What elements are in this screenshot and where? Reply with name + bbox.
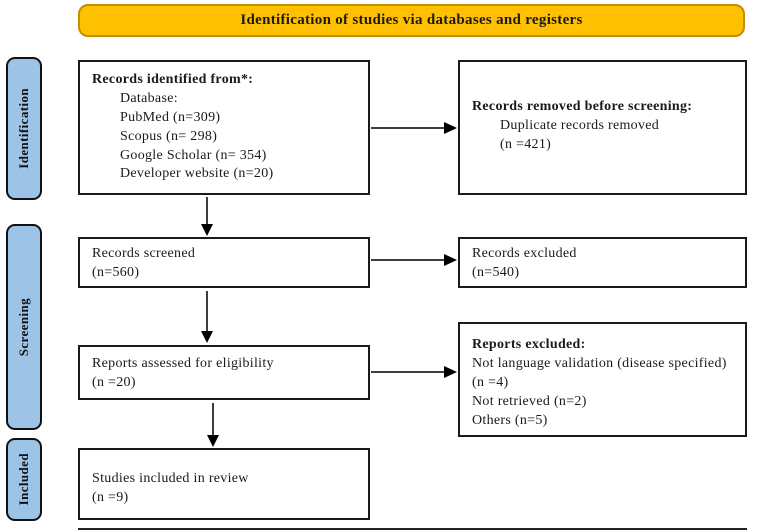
arrow-shaft	[206, 291, 208, 334]
records-screened-line: Records screened	[92, 246, 196, 261]
stage-screening: Screening	[6, 224, 42, 430]
box-records-screened: Records screened (n=560)	[78, 237, 370, 288]
reports-assessed-line: (n =20)	[92, 374, 136, 390]
arrow-head-right-icon	[444, 122, 457, 134]
records-identified-line: PubMed (n=309)	[120, 109, 221, 125]
reports-assessed-line: Reports assessed for eligibility	[92, 356, 274, 371]
box-studies-included: Studies included in review (n =9)	[78, 448, 370, 520]
arrow-shaft	[371, 259, 447, 261]
records-screened-line: (n=560)	[92, 264, 140, 280]
arrow-head-right-icon	[444, 366, 457, 378]
studies-included-line: Studies included in review	[92, 471, 249, 486]
arrow-screened-to-assessed	[201, 291, 213, 343]
stage-included-label: Included	[16, 453, 31, 506]
stage-identification: Identification	[6, 57, 42, 200]
arrow-shaft	[371, 127, 447, 129]
arrow-shaft	[206, 197, 208, 227]
reports-excluded-line: Others (n=5)	[472, 412, 548, 428]
bottom-crop-line	[78, 528, 747, 530]
records-removed-heading: Records removed before screening:	[472, 99, 693, 114]
arrow-identified-to-removed	[371, 122, 457, 134]
arrow-head-down-icon	[207, 435, 219, 447]
stage-screening-label: Screening	[16, 297, 31, 357]
records-identified-line: Google Scholar (n= 354)	[120, 147, 267, 163]
records-identified-line: Database:	[120, 90, 178, 106]
box-records-identified: Records identified from*: Database: PubM…	[78, 60, 370, 195]
arrow-shaft	[371, 371, 447, 373]
arrow-screened-to-excluded	[371, 254, 457, 266]
arrow-head-down-icon	[201, 331, 213, 343]
records-removed-line: (n =421)	[500, 136, 552, 152]
reports-excluded-line: Not retrieved (n=2)	[472, 393, 587, 409]
arrow-head-down-icon	[201, 224, 213, 236]
arrow-assessed-to-included	[207, 403, 219, 447]
arrow-head-right-icon	[444, 254, 457, 266]
box-records-excluded: Records excluded (n=540)	[458, 237, 747, 288]
box-records-removed: Records removed before screening: Duplic…	[458, 60, 747, 195]
reports-excluded-line: Not language validation (disease specifi…	[472, 355, 727, 390]
records-identified-line: Developer website (n=20)	[120, 166, 274, 182]
arrow-shaft	[212, 403, 214, 438]
records-excluded-line: Records excluded	[472, 246, 577, 261]
studies-included-line: (n =9)	[92, 489, 129, 505]
box-reports-excluded: Reports excluded: Not language validatio…	[458, 322, 747, 437]
arrow-identified-to-screened	[201, 197, 213, 236]
stage-included: Included	[6, 438, 42, 521]
arrow-assessed-to-reports-excluded	[371, 366, 457, 378]
reports-excluded-heading: Reports excluded:	[472, 337, 586, 352]
records-removed-line: Duplicate records removed	[500, 117, 660, 133]
records-identified-heading: Records identified from*:	[92, 72, 254, 87]
records-excluded-line: (n=540)	[472, 264, 520, 280]
stage-identification-label: Identification	[16, 88, 31, 169]
box-reports-assessed: Reports assessed for eligibility (n =20)	[78, 345, 370, 400]
records-identified-line: Scopus (n= 298)	[120, 128, 218, 144]
banner-title: Identification of studies via databases …	[78, 4, 745, 37]
